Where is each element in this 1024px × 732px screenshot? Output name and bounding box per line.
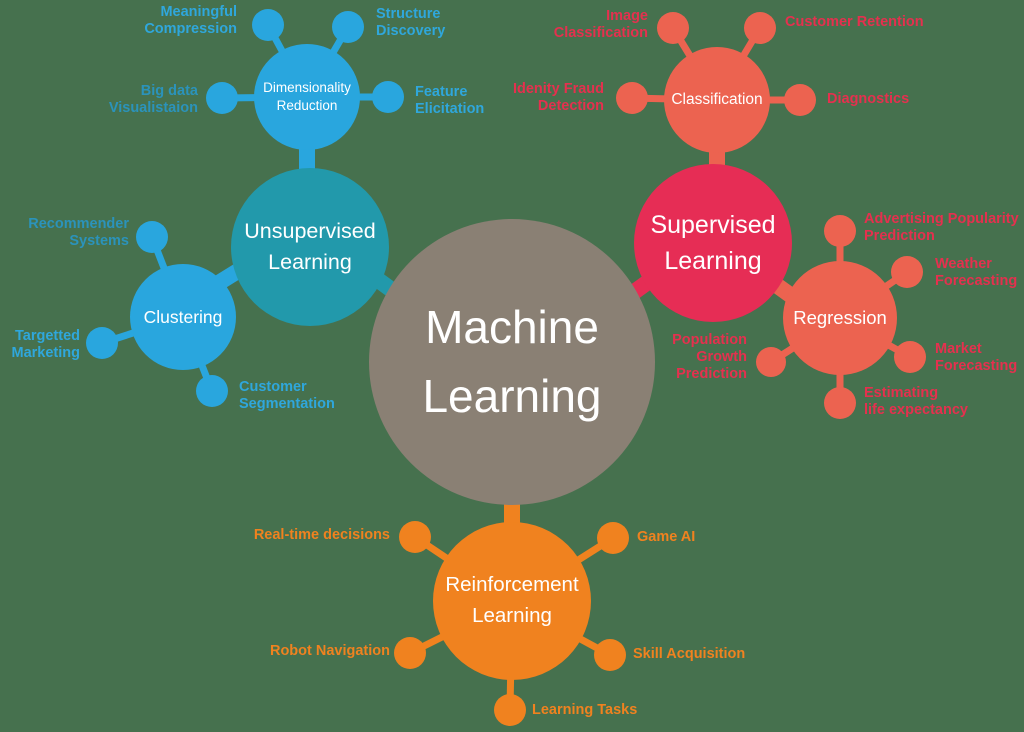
satellite-node-customer-retention bbox=[744, 12, 776, 44]
satellite-node-meaningful-compression bbox=[252, 9, 284, 41]
label-line: Advertising Popularity bbox=[864, 211, 1019, 227]
label-line: life expectancy bbox=[864, 401, 968, 418]
label-line: Growth bbox=[696, 348, 747, 365]
label-line: Market bbox=[935, 341, 982, 357]
label-targetted-marketing: Targetted Marketing bbox=[12, 328, 81, 362]
label-image-classification: Image Classification bbox=[554, 8, 648, 42]
satellite-node-market-forecasting bbox=[894, 341, 926, 373]
center-circle-machine-learning: Machine Learning bbox=[369, 219, 655, 505]
branch-label-line: Learning bbox=[268, 250, 352, 274]
satellite-node-feature-elicitation bbox=[372, 81, 404, 113]
branch-label-line: Supervised bbox=[650, 210, 776, 239]
branch-label-line: Reinforcement bbox=[445, 573, 579, 597]
satellite-node-estimating-life-expectancy bbox=[824, 387, 856, 419]
label-advertising-popularity-prediction: Advertising Popularity Prediction bbox=[864, 211, 1019, 245]
satellite-node-diagnostics bbox=[784, 84, 816, 116]
label-line: Compression bbox=[144, 20, 237, 37]
label-line: Estimating bbox=[864, 385, 939, 401]
satellite-node-recommender-systems bbox=[136, 221, 168, 253]
hub-label-line: Reduction bbox=[276, 98, 338, 113]
label-line: Feature bbox=[415, 84, 468, 100]
label-weather-forecasting: Weather Forecasting bbox=[935, 256, 1017, 290]
satellite-node-advertising-popularity bbox=[824, 215, 856, 247]
label-real-time-decisions: Real-time decisions bbox=[254, 527, 390, 544]
branch-label-line: Learning bbox=[664, 247, 762, 275]
label-estimating-life-expectancy: Estimating life expectancy bbox=[864, 385, 968, 419]
label-line: Elicitation bbox=[415, 100, 485, 117]
center-label-line: Learning bbox=[422, 370, 602, 422]
label-line: Real-time decisions bbox=[253, 527, 390, 543]
label-population-growth-prediction: Population Growth Prediction bbox=[672, 332, 747, 383]
satellite-node-image-classification bbox=[657, 12, 689, 44]
label-line: Detection bbox=[537, 97, 604, 114]
label-line: Skill Acquisition bbox=[633, 646, 746, 662]
satellite-node-learning-tasks bbox=[494, 694, 526, 726]
label-line: Structure bbox=[376, 6, 441, 22]
hub-circle-classification: Classification bbox=[664, 47, 770, 153]
label-robot-navigation: Robot Navigation bbox=[270, 643, 390, 660]
label-line: Prediction bbox=[864, 227, 935, 244]
label-line: Forecasting bbox=[935, 272, 1018, 289]
label-line: Weather bbox=[935, 256, 992, 272]
hub-circle-regression: Regression bbox=[783, 261, 897, 375]
satellite-node-real-time-decisions bbox=[399, 521, 431, 553]
satellite-node-targetted-marketing bbox=[86, 327, 118, 359]
label-line: Recommender bbox=[28, 216, 129, 232]
label-identity-fraud-detection: Idenity Fraud Detection bbox=[513, 81, 604, 115]
label-line: Customer bbox=[239, 379, 307, 395]
branch-circle-unsupervised-learning: Unsupervised Learning bbox=[231, 168, 389, 326]
label-line: Idenity Fraud bbox=[512, 81, 604, 97]
label-diagnostics: Diagnostics bbox=[827, 91, 909, 108]
hub-label-line: Regression bbox=[793, 307, 887, 328]
label-line: Marketing bbox=[11, 344, 81, 361]
label-line: Customer Retention bbox=[785, 14, 924, 30]
label-meaningful-compression: Meaningful Compression bbox=[144, 4, 237, 38]
label-market-forecasting: Market Forecasting bbox=[935, 341, 1017, 375]
label-skill-acquisition: Skill Acquisition bbox=[633, 646, 745, 663]
branch-circle-supervised-learning: Supervised Learning bbox=[634, 164, 792, 322]
label-customer-retention: Customer Retention bbox=[785, 14, 924, 31]
label-learning-tasks: Learning Tasks bbox=[532, 702, 637, 719]
label-line: Robot Navigation bbox=[269, 643, 390, 659]
satellite-node-weather-forecasting bbox=[891, 256, 923, 288]
label-big-data-visualisation: Big data Visualistaion bbox=[109, 83, 198, 117]
center-label-line: Machine bbox=[425, 301, 599, 353]
satellite-node-population-growth bbox=[756, 347, 786, 377]
satellite-node-identity-fraud-detection bbox=[616, 82, 648, 114]
satellite-node-skill-acquisition bbox=[594, 639, 626, 671]
label-line: Classification bbox=[553, 24, 648, 41]
branch-label-line: Unsupervised bbox=[244, 218, 376, 243]
satellite-node-game-ai bbox=[597, 522, 629, 554]
label-line: Prediction bbox=[676, 365, 747, 382]
hub-label-line: Dimensionality bbox=[263, 80, 351, 96]
satellite-node-big-data-visualisation bbox=[206, 82, 238, 114]
hub-label-line: Classification bbox=[671, 91, 763, 108]
branch-circle-reinforcement-learning: Reinforcement Learning bbox=[433, 522, 591, 680]
satellite-node-structure-discovery bbox=[332, 11, 364, 43]
label-line: Diagnostics bbox=[827, 91, 910, 107]
satellite-node-customer-segmentation bbox=[196, 375, 228, 407]
hub-label-line: Clustering bbox=[143, 306, 223, 327]
label-feature-elicitation: Feature Elicitation bbox=[415, 84, 484, 118]
label-line: Meaningful bbox=[160, 4, 237, 20]
label-line: Discovery bbox=[376, 22, 446, 39]
label-line: Population bbox=[672, 332, 747, 348]
satellite-node-robot-navigation bbox=[394, 637, 426, 669]
label-line: Image bbox=[606, 8, 648, 24]
label-line: Targetted bbox=[15, 328, 80, 344]
hub-circle-clustering: Clustering bbox=[130, 264, 236, 370]
label-line: Learning Tasks bbox=[532, 702, 638, 718]
label-line: Systems bbox=[69, 232, 129, 249]
label-structure-discovery: Structure Discovery bbox=[376, 6, 445, 40]
label-customer-segmentation: Customer Segmentation bbox=[239, 379, 335, 413]
label-line: Segmentation bbox=[239, 395, 335, 412]
label-line: Visualistaion bbox=[108, 99, 198, 116]
label-game-ai: Game AI bbox=[637, 529, 695, 546]
label-line: Big data bbox=[140, 83, 198, 99]
label-line: Game AI bbox=[637, 529, 696, 545]
branch-label-line: Learning bbox=[472, 604, 552, 627]
hub-circle-dimensionality-reduction: Dimensionality Reduction bbox=[254, 44, 360, 150]
label-recommender-systems: Recommender Systems bbox=[28, 216, 129, 250]
label-line: Forecasting bbox=[935, 357, 1018, 374]
